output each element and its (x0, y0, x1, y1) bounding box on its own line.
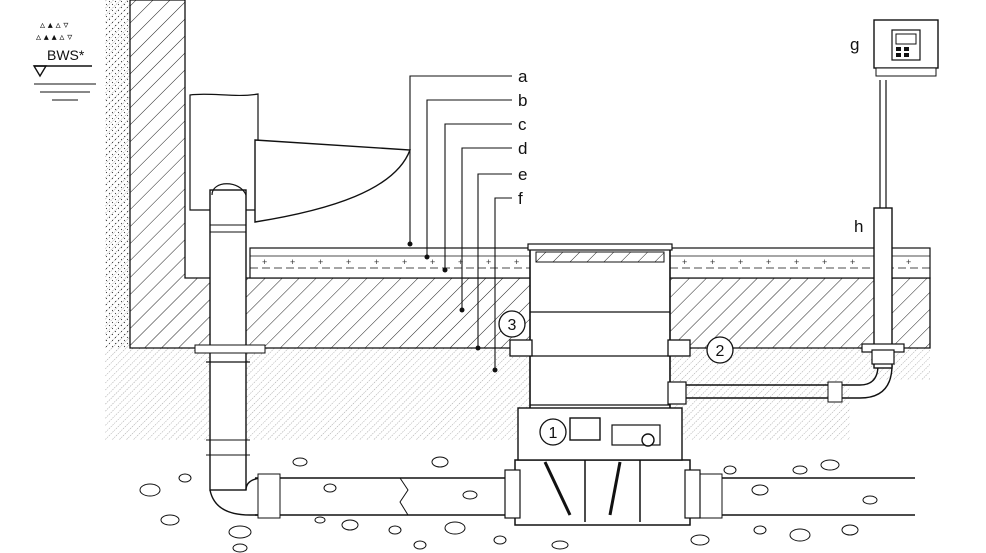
water-level-symbol: ▵ ▴ ▵ ▿ ▵ ▴ ▴ ▵ ▿ BWS* (32, 20, 96, 101)
leader-dots (407, 241, 498, 373)
label-c: c (518, 115, 527, 134)
plus-mark: + (318, 257, 323, 267)
gravel-stone (178, 473, 192, 483)
plus-mark: + (374, 257, 379, 267)
callout-3-text: 3 (508, 317, 517, 334)
gravel-bed (139, 456, 878, 553)
gravel-stone (323, 483, 337, 493)
gravel-stone (292, 457, 308, 467)
gravel-stone (341, 519, 359, 531)
gravel-stone (139, 483, 161, 497)
label-a: a (518, 67, 528, 86)
horizontal-drain-pipe (255, 473, 915, 519)
gravel-stone (388, 525, 402, 535)
wall-panel (189, 93, 411, 223)
plus-mark: + (738, 257, 743, 267)
leader-lines (409, 75, 512, 370)
gravel-stone (862, 495, 878, 505)
gravel-stone (431, 456, 449, 468)
gravel-stone (314, 516, 326, 524)
gravel-stone (160, 514, 180, 526)
plus-mark: + (710, 257, 715, 267)
callout-2-text: 2 (716, 343, 725, 360)
plus-mark: + (402, 257, 407, 267)
backflow-valve (504, 455, 701, 526)
plus-mark: + (850, 257, 855, 267)
gravel-stone (789, 528, 811, 542)
gravel-stone (493, 535, 507, 545)
callout-1-text: 1 (549, 425, 558, 442)
gravel-stone (232, 543, 248, 553)
plus-mark: + (766, 257, 771, 267)
callout-3: 3 (498, 310, 526, 338)
label-e: e (518, 165, 527, 184)
label-h: h (854, 217, 863, 236)
gravel-stone (723, 465, 737, 475)
gravel-stone (841, 524, 859, 536)
label-d: d (518, 139, 527, 158)
plus-mark: + (430, 257, 435, 267)
callout-2: 2 (706, 336, 734, 364)
water-level-label: BWS* (47, 47, 85, 63)
plus-mark: + (906, 257, 911, 267)
plus-mark: + (346, 257, 351, 267)
connection-pipe (686, 364, 893, 403)
plus-mark: + (290, 257, 295, 267)
gravel-stone (820, 459, 840, 471)
gravel-stone (413, 540, 427, 550)
control-unit (873, 19, 939, 77)
gravel-stone (690, 534, 710, 546)
gravel-stone (444, 521, 466, 535)
vertical-drain-pipe (194, 183, 266, 516)
plus-mark: + (682, 257, 687, 267)
gravel-stone (753, 525, 767, 535)
svg-text:▵ ▴ ▴ ▵ ▿: ▵ ▴ ▴ ▵ ▿ (36, 32, 72, 43)
gravel-stone (792, 465, 808, 475)
inspection-shaft (509, 243, 691, 461)
plus-mark: + (486, 257, 491, 267)
gravel-stone (551, 540, 569, 550)
gravel-stone (462, 490, 478, 500)
svg-text:▵ ▴ ▵ ▿: ▵ ▴ ▵ ▿ (40, 20, 68, 31)
label-f: f (518, 189, 523, 208)
plus-mark: + (458, 257, 463, 267)
label-g: g (850, 35, 859, 54)
plus-mark: + (822, 257, 827, 267)
callout-1: 1 (539, 418, 567, 446)
floor-screed-layer: ++++++++++++++++++++++++ (249, 247, 931, 279)
gravel-stone (751, 484, 769, 496)
plus-mark: + (514, 257, 519, 267)
plus-mark: + (262, 257, 267, 267)
plus-mark: + (794, 257, 799, 267)
riser-pipe (861, 80, 905, 369)
label-b: b (518, 91, 527, 110)
gravel-stone (228, 525, 252, 539)
